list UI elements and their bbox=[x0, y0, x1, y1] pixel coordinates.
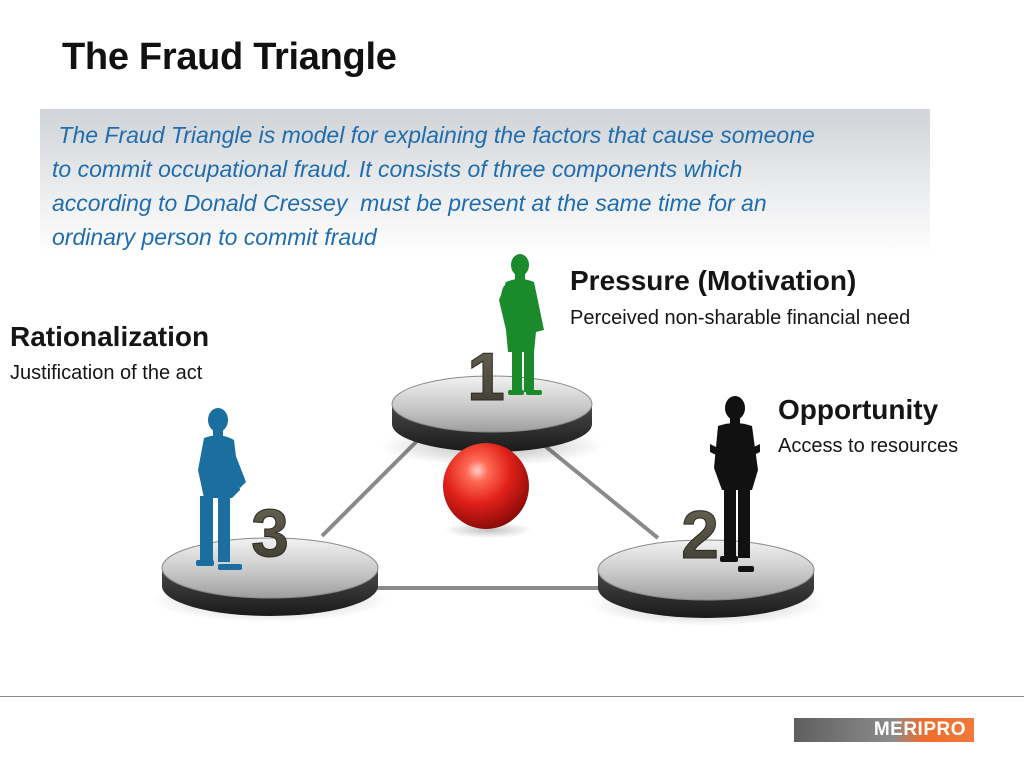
logo-text: MERIPRO bbox=[873, 719, 966, 740]
node-number-1: 1 bbox=[467, 339, 505, 415]
node-desc-rationalization: Justification of the act bbox=[10, 362, 203, 384]
platform-disc-2 bbox=[588, 539, 824, 626]
sphere-shadow bbox=[444, 522, 532, 538]
node-number-2: 2 bbox=[681, 497, 719, 573]
platform-disc-3 bbox=[152, 537, 388, 622]
red-sphere-icon bbox=[443, 443, 529, 529]
intro-line: The Fraud Triangle is model for explaini… bbox=[52, 122, 815, 148]
walking-person-icon bbox=[196, 408, 246, 570]
intro-line: according to Donald Cressey must be pres… bbox=[52, 190, 767, 216]
slide-title: The Fraud Triangle bbox=[62, 36, 397, 78]
node-number-3: 3 bbox=[251, 495, 289, 571]
node-desc-opportunity: Access to resources bbox=[778, 435, 959, 457]
node-title-opportunity: Opportunity bbox=[778, 394, 939, 425]
intro-text: The Fraud Triangle is model for explaini… bbox=[52, 118, 922, 254]
meripro-logo: MERIPRO bbox=[794, 718, 974, 742]
intro-line: to commit occupational fraud. It consist… bbox=[52, 156, 743, 182]
intro-line: ordinary person to commit fraud bbox=[52, 224, 377, 250]
intro-box bbox=[40, 109, 930, 257]
standing-person-icon bbox=[710, 396, 760, 572]
node-title-pressure: Pressure (Motivation) bbox=[570, 265, 857, 296]
footer-divider bbox=[0, 696, 1024, 697]
node-desc-pressure: Perceived non-sharable financial need bbox=[570, 307, 911, 329]
thinking-person-icon bbox=[499, 254, 544, 395]
node-title-rationalization: Rationalization bbox=[10, 321, 210, 352]
